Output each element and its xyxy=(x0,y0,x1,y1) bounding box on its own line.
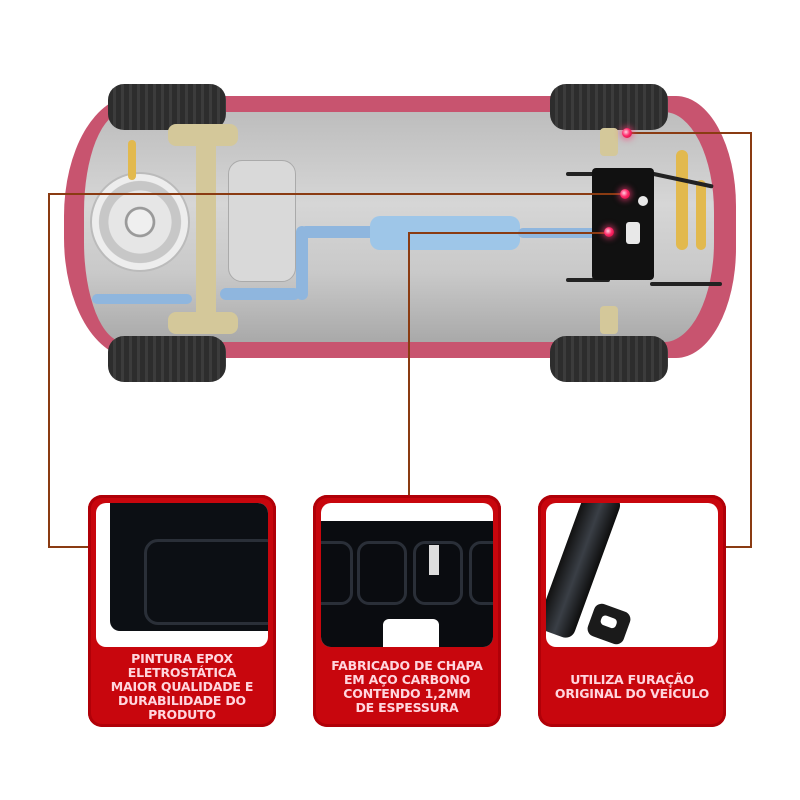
mounting-rod-eyelet xyxy=(585,601,633,647)
exhaust-pipe-bend xyxy=(296,226,308,300)
plate-pocket xyxy=(357,541,407,605)
feature-card-original-holes: UTILIZA FURAÇÃO ORIGINAL DO VEÍCULO xyxy=(538,495,726,727)
connector-1-vertical xyxy=(48,193,50,547)
plate-pocket xyxy=(321,541,353,605)
front-left-tire xyxy=(550,84,668,130)
exhaust-pipe-mid xyxy=(300,226,380,238)
feature-caption: FABRICADO DE CHAPA EM AÇO CARBONO CONTEN… xyxy=(331,658,483,715)
feature-photo-plate-surface xyxy=(96,503,268,647)
connector-2-horizontal xyxy=(408,232,610,234)
front-right-tire xyxy=(550,336,668,382)
radiator-hose xyxy=(676,150,688,250)
connector-3-to-card xyxy=(726,546,752,548)
plate-pocket xyxy=(469,541,493,605)
connector-3-horizontal xyxy=(628,132,752,134)
front-subframe-mount-top xyxy=(600,128,618,156)
plate-pocket xyxy=(413,541,463,605)
connector-2-vertical xyxy=(408,232,410,496)
feature-photo-mounting-rod xyxy=(546,503,718,647)
skidplate-opening xyxy=(626,222,640,244)
rear-axle-beam xyxy=(196,124,216,334)
rear-left-tire xyxy=(108,84,226,130)
exhaust-pipe-rear xyxy=(220,288,300,300)
plate-opening xyxy=(383,619,439,647)
skid-plate xyxy=(592,168,654,280)
fuel-tank xyxy=(228,160,296,282)
plate-pocket xyxy=(144,539,268,625)
skidplate-drain-hole xyxy=(638,196,648,206)
rear-axle-top-mount xyxy=(168,124,238,146)
connector-1-horizontal xyxy=(48,193,626,195)
coolant-hose xyxy=(696,180,706,250)
feature-card-carbon-steel: FABRICADO DE CHAPA EM AÇO CARBONO CONTEN… xyxy=(313,495,501,727)
plate-surface-closeup xyxy=(110,503,268,631)
connector-1-to-card xyxy=(48,546,88,548)
exhaust-tailpipe xyxy=(92,294,192,304)
feature-card-epox-paint: PINTURA EPOX ELETROSTÁTICA MAIOR QUALIDA… xyxy=(88,495,276,727)
skidplate-rod-bottom-right xyxy=(650,282,722,286)
skidplate-rod-bottom-left xyxy=(566,278,610,282)
spare-wheel xyxy=(90,172,190,272)
connector-3-vertical xyxy=(750,132,752,548)
feature-caption: PINTURA EPOX ELETROSTÁTICA MAIOR QUALIDA… xyxy=(110,651,254,722)
front-subframe-mount-bottom xyxy=(600,306,618,334)
callout-marker-2 xyxy=(604,227,614,237)
plate-pockets-closeup xyxy=(321,521,493,647)
fuel-line xyxy=(128,140,136,180)
rear-right-tire xyxy=(108,336,226,382)
callout-marker-3 xyxy=(622,128,632,138)
eyelet-hole xyxy=(599,614,618,630)
skidplate-rod-top-left xyxy=(566,172,610,176)
rear-axle-bottom-mount xyxy=(168,312,238,334)
feature-caption: UTILIZA FURAÇÃO ORIGINAL DO VEÍCULO xyxy=(554,672,710,701)
callout-marker-1 xyxy=(620,189,630,199)
barcode-label xyxy=(429,545,439,575)
feature-photo-plate-pockets xyxy=(321,503,493,647)
